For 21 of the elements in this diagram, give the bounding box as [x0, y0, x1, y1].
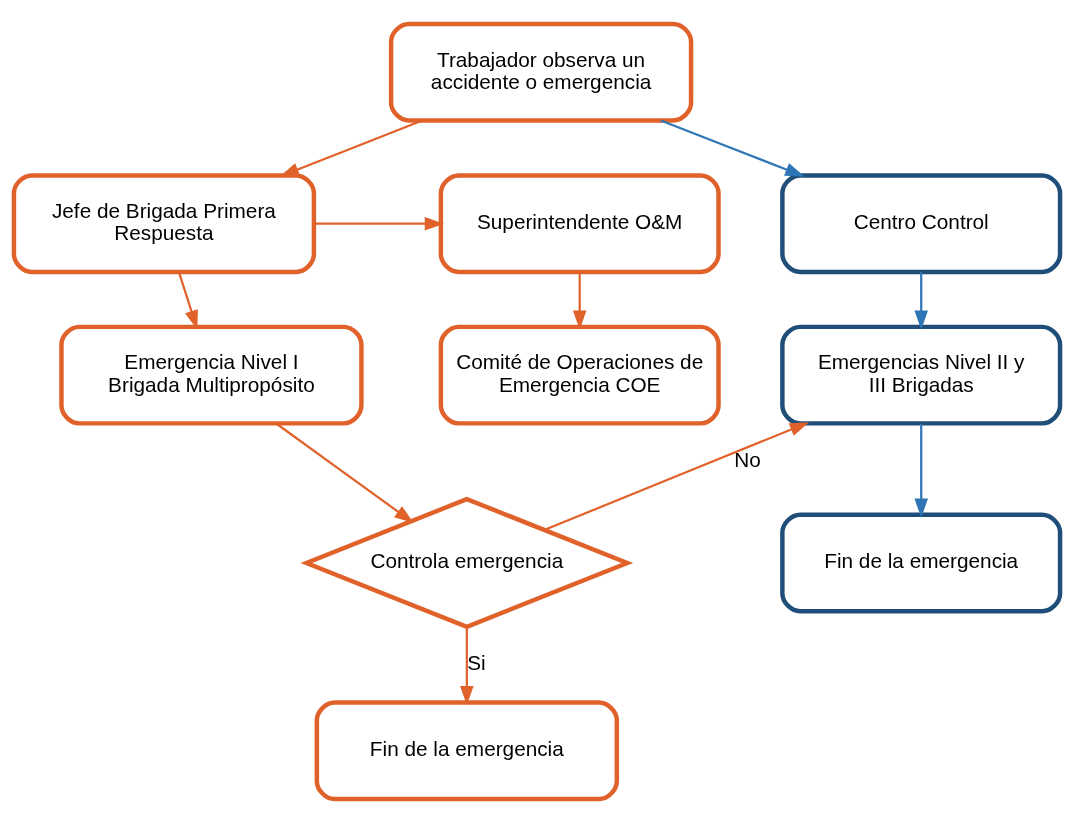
- node-box: Emergencias Nivel II y III Brigadas: [780, 324, 1063, 426]
- node-box: Trabajador observa un accidente o emergencia: [388, 21, 694, 123]
- arrow: [572, 272, 587, 330]
- node-box: Jefe de Brigada Primera Respuesta: [11, 173, 317, 275]
- arrow: [544, 422, 810, 531]
- arrow: [914, 423, 928, 518]
- node-diamond: Controla emergencia: [300, 496, 634, 630]
- arrow: [660, 119, 805, 177]
- arrow: [460, 627, 474, 706]
- node-box: Comité de Operaciones de Emergencia COE: [438, 324, 721, 426]
- node-box: Fin de la emergencia: [780, 512, 1063, 614]
- edge-label: No: [734, 447, 761, 471]
- arrow: [914, 272, 928, 330]
- node-box: Centro Control: [780, 173, 1063, 275]
- arrow: [314, 216, 445, 231]
- arrow: [177, 271, 198, 330]
- arrow: [275, 422, 414, 523]
- node-box: Emergencia Nivel I Brigada Multipropósito: [59, 324, 364, 426]
- node-box: Superintendente O&M: [438, 173, 721, 275]
- node-box: Fin de la emergencia: [314, 700, 620, 802]
- edge-label: Si: [467, 651, 486, 675]
